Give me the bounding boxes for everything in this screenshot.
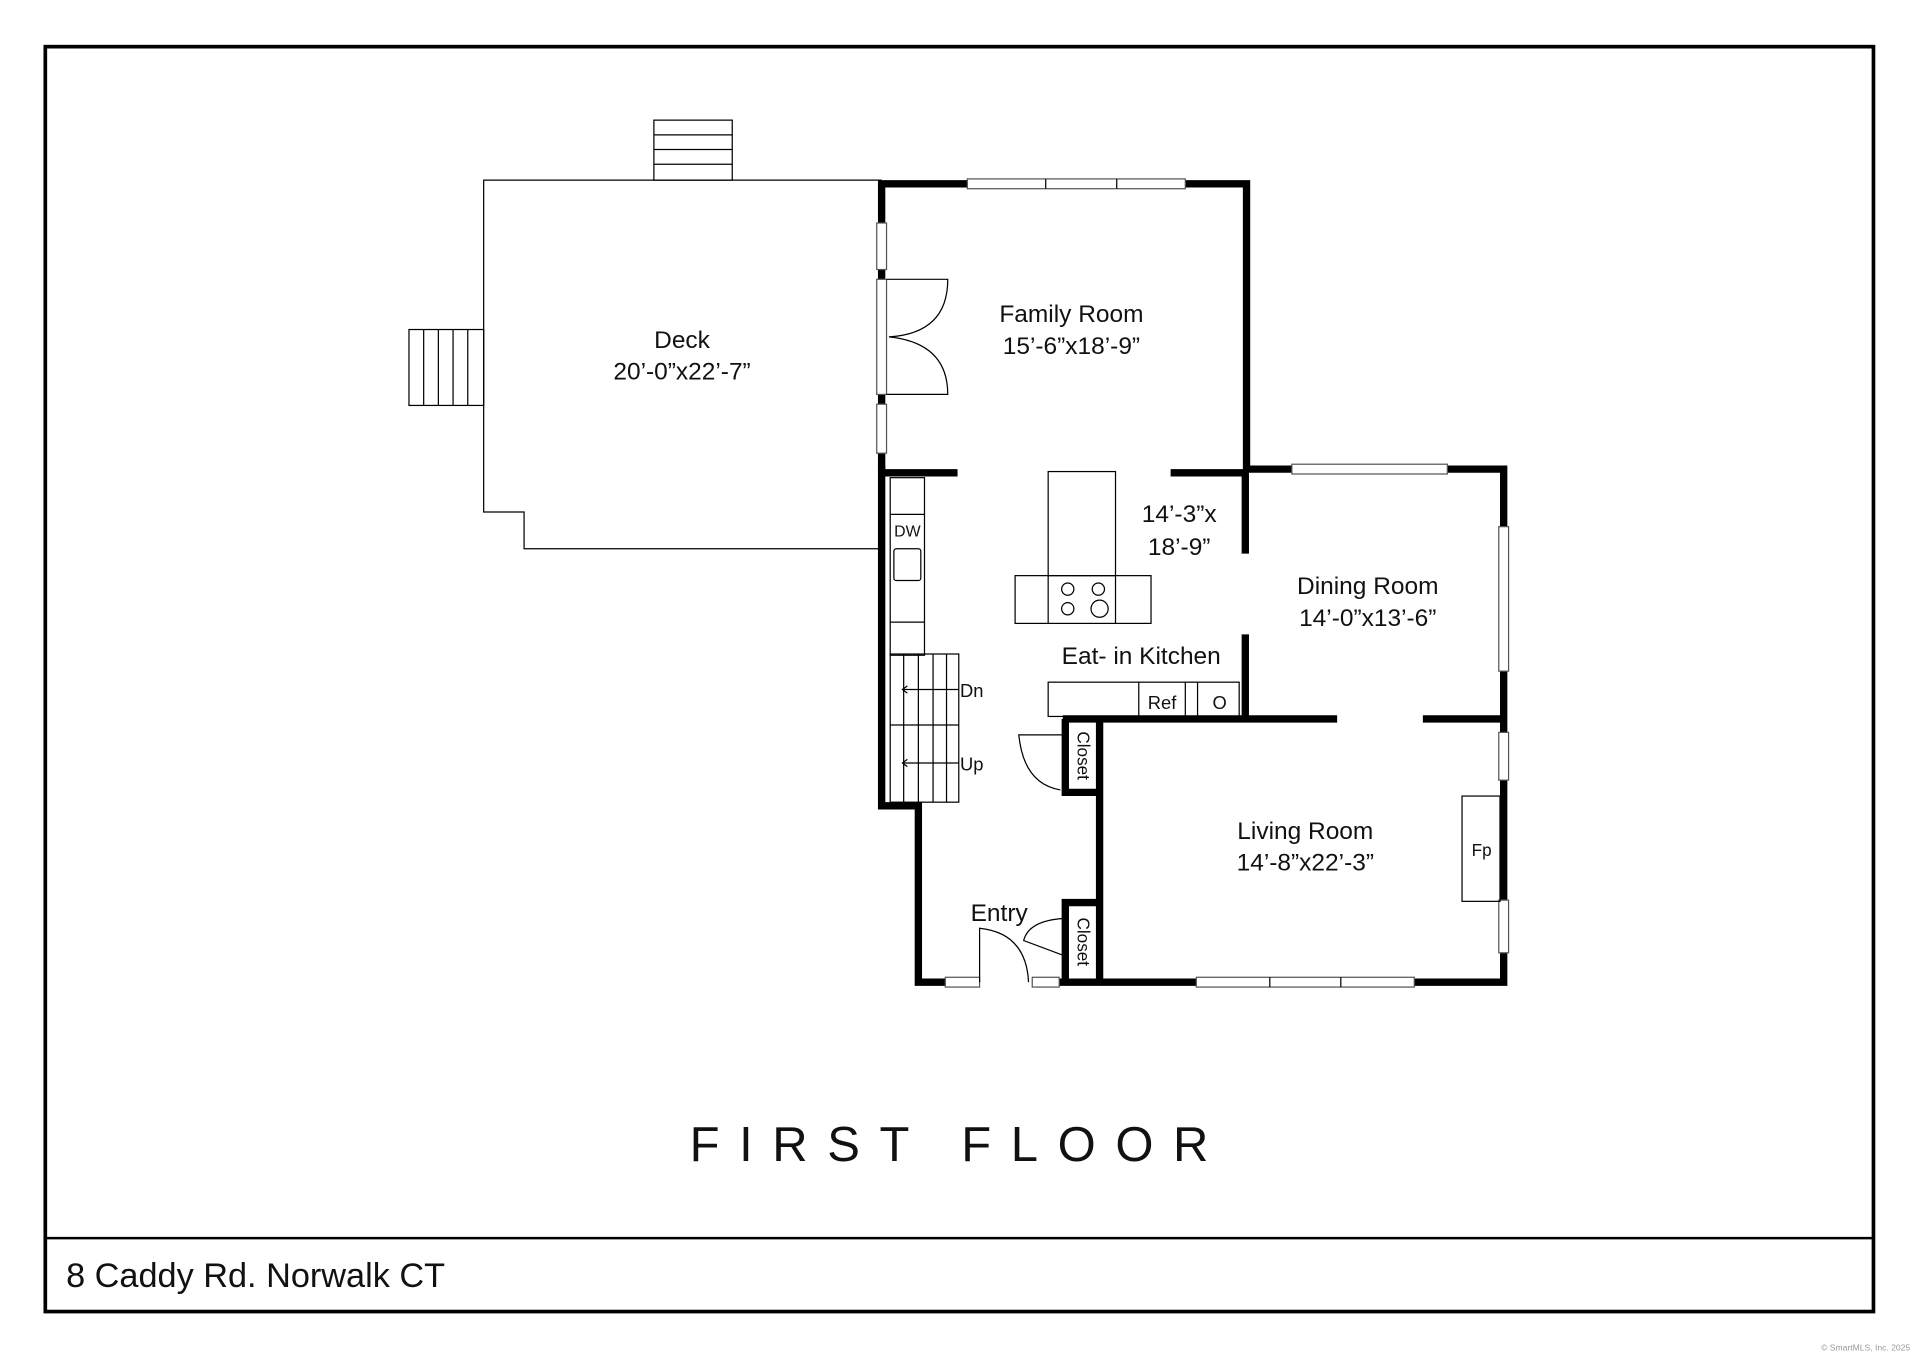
- family-room-name: Family Room: [999, 301, 1143, 328]
- dining-room-size: 14’-0”x13’-6”: [1299, 605, 1436, 632]
- closet-label-2: Closet: [1074, 917, 1094, 966]
- dn-label: Dn: [960, 680, 983, 701]
- walls: [876, 178, 1510, 988]
- ref-label: Ref: [1148, 692, 1177, 713]
- arrow-down-stairs-icon: [901, 685, 959, 694]
- arrow-up-stairs-icon: [901, 758, 959, 768]
- kitchen-fixtures: [889, 470, 1501, 902]
- deck-name: Deck: [654, 327, 711, 354]
- dining-room-name: Dining Room: [1297, 573, 1438, 600]
- kitchen-name: Eat- in Kitchen: [1062, 643, 1221, 670]
- floor-title: FIRST FLOOR: [690, 1118, 1228, 1172]
- entry-name: Entry: [971, 900, 1029, 927]
- dw-label: DW: [894, 523, 921, 540]
- kitchen-size-2: 18’-9”: [1148, 534, 1211, 561]
- up-label: Up: [960, 753, 983, 774]
- kitchen-size-1: 14’-3”x: [1142, 501, 1217, 528]
- living-room-name: Living Room: [1237, 818, 1373, 845]
- living-room-size: 14’-8”x22’-3”: [1237, 850, 1374, 877]
- address: 8 Caddy Rd. Norwalk CT: [66, 1257, 445, 1295]
- doors: [886, 278, 1064, 983]
- copyright: © SmartMLS, Inc. 2025: [1821, 1343, 1910, 1353]
- fireplace-label: Fp: [1472, 840, 1492, 860]
- closet-label-1: Closet: [1074, 731, 1094, 780]
- family-room-size: 15’-6”x18’-9”: [1003, 333, 1140, 360]
- cooktop-burners-icon: [1061, 582, 1109, 618]
- sink-icon: [893, 548, 922, 582]
- deck-size: 20’-0”x22’-7”: [613, 359, 750, 386]
- oven-label: O: [1212, 692, 1226, 713]
- deck: [408, 119, 882, 550]
- page-border: [43, 44, 1876, 1314]
